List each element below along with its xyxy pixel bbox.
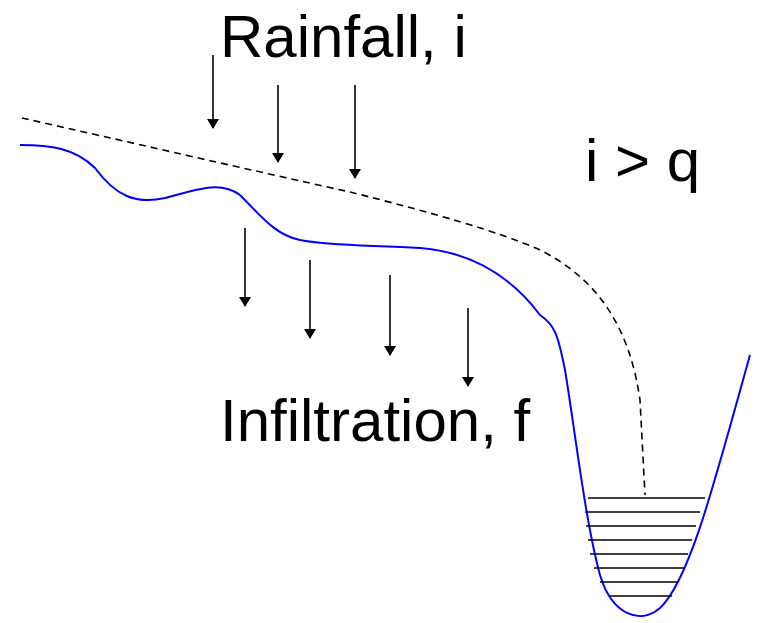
rainfall-label: Rainfall, i (220, 2, 467, 72)
condition-label: i > q (585, 126, 700, 196)
water-body (585, 498, 705, 596)
ground-surface (20, 145, 750, 616)
infiltration-arrows (245, 228, 468, 386)
rainfall-arrows (213, 55, 355, 178)
water-table-line (22, 118, 645, 495)
infiltration-label: Infiltration, f (220, 386, 530, 456)
